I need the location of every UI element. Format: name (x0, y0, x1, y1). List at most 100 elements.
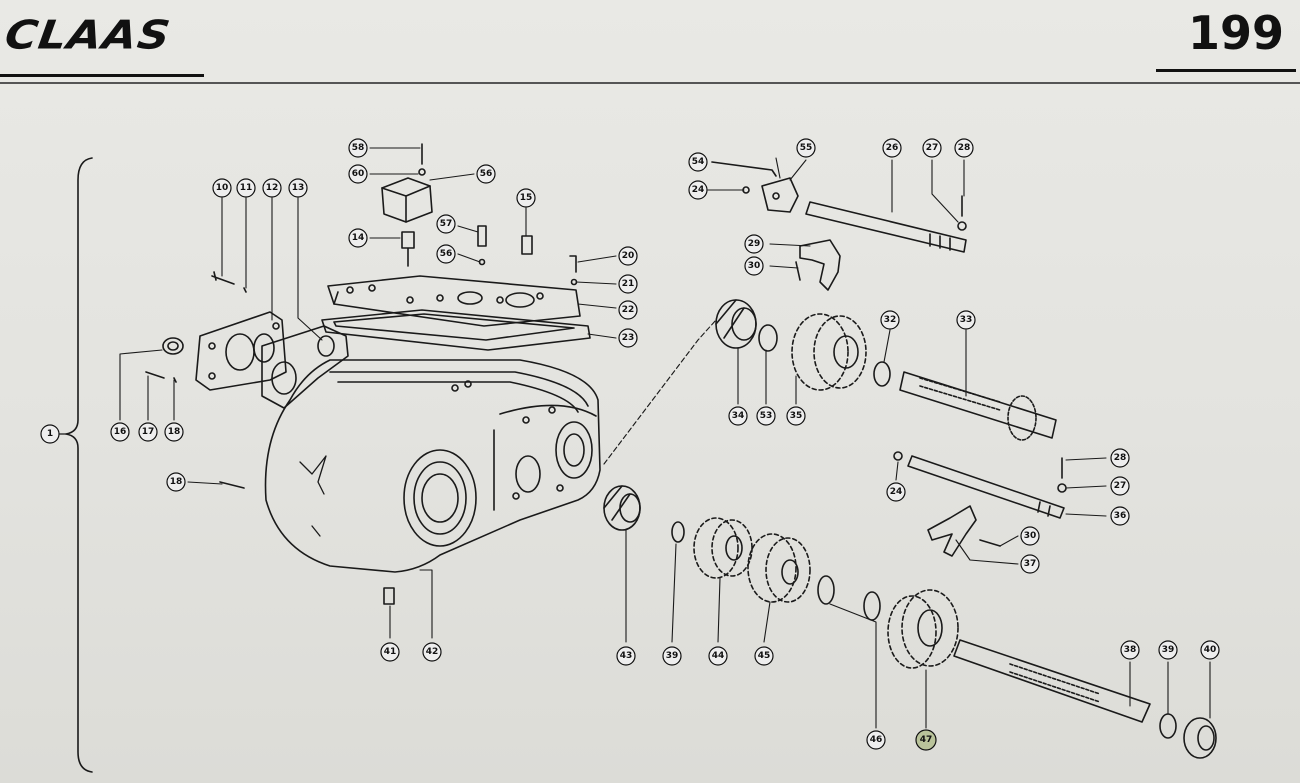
callout-39b: 39 (1158, 640, 1178, 660)
svg-text:30: 30 (748, 261, 761, 271)
callout-56b: 56 (436, 244, 456, 264)
ring-32 (873, 361, 891, 387)
svg-text:40: 40 (1204, 645, 1217, 655)
svg-text:32: 32 (884, 315, 897, 325)
svg-text:26: 26 (886, 143, 899, 153)
shift-fork-lower (927, 505, 1001, 557)
drain-plug-41 (383, 587, 395, 605)
callout-16: 16 (110, 422, 130, 442)
callout-43: 43 (616, 646, 636, 666)
svg-text:54: 54 (692, 157, 705, 167)
shift-rod-lower (907, 455, 1065, 519)
callout-18a: 18 (164, 422, 184, 442)
svg-text:22: 22 (622, 305, 635, 315)
svg-text:55: 55 (800, 143, 813, 153)
callout-37: 37 (1020, 554, 1040, 574)
svg-text:36: 36 (1114, 511, 1127, 521)
svg-text:37: 37 (1024, 559, 1037, 569)
svg-text:27: 27 (1114, 481, 1127, 491)
callout-28a: 28 (954, 138, 974, 158)
callout-27a: 27 (922, 138, 942, 158)
ring-39-right (1159, 713, 1177, 739)
gear-44 (693, 517, 753, 579)
callout-58: 58 (348, 138, 368, 158)
callout-20: 20 (618, 246, 638, 266)
callouts: 1 10 11 12 13 58 60 56 14 57 56 15 20 21… (40, 138, 1220, 751)
svg-text:42: 42 (426, 647, 439, 657)
screw-20 (569, 255, 577, 273)
svg-text:47: 47 (920, 735, 933, 745)
callout-32: 32 (880, 310, 900, 330)
svg-text:58: 58 (352, 143, 365, 153)
plug-15 (521, 235, 533, 255)
shaft-38 (953, 639, 1151, 723)
leader-lines (119, 147, 1211, 729)
svg-text:44: 44 (712, 651, 725, 661)
callout-28b: 28 (1110, 448, 1130, 468)
callout-40: 40 (1200, 640, 1220, 660)
page-number-underline (1156, 69, 1296, 72)
svg-text:28: 28 (1114, 453, 1127, 463)
svg-text:57: 57 (440, 219, 453, 229)
gearbox-housing (264, 359, 601, 573)
seal-ring-16 (162, 337, 184, 355)
assembly-brace (65, 157, 93, 773)
washer-60 (418, 168, 426, 176)
svg-text:56: 56 (480, 169, 493, 179)
callout-11: 11 (236, 178, 256, 198)
svg-text:20: 20 (622, 251, 635, 261)
callout-47: 47 (915, 729, 937, 751)
bolt-17 (145, 371, 165, 379)
callout-39a: 39 (662, 646, 682, 666)
callout-18b: 18 (166, 472, 186, 492)
side-gasket (261, 325, 349, 409)
svg-text:12: 12 (266, 183, 279, 193)
svg-text:38: 38 (1124, 645, 1137, 655)
callout-42: 42 (422, 642, 442, 662)
bearing-34 (715, 299, 757, 349)
header-divider (0, 82, 1300, 84)
callout-55: 55 (796, 138, 816, 158)
ball-24-lower (893, 451, 903, 461)
callout-29: 29 (744, 234, 764, 254)
callout-24a: 24 (688, 180, 708, 200)
svg-text:39: 39 (1162, 645, 1175, 655)
callout-34: 34 (728, 406, 748, 426)
svg-text:13: 13 (292, 183, 305, 193)
svg-text:34: 34 (732, 411, 745, 421)
page-number: 199 (1188, 6, 1285, 60)
callout-14: 14 (348, 228, 368, 248)
plug-57 (477, 225, 487, 247)
svg-text:46: 46 (870, 735, 883, 745)
callout-27b: 27 (1110, 476, 1130, 496)
ring-39-left (671, 521, 685, 543)
shift-block-55 (761, 177, 799, 213)
callout-45: 45 (754, 646, 774, 666)
cover-gasket (321, 309, 591, 351)
callout-44: 44 (708, 646, 728, 666)
logo-underline (0, 74, 204, 77)
svg-text:27: 27 (926, 143, 939, 153)
callout-30a: 30 (744, 256, 764, 276)
callout-33: 33 (956, 310, 976, 330)
callout-54: 54 (688, 152, 708, 172)
svg-text:1: 1 (47, 429, 53, 439)
svg-text:18: 18 (170, 477, 183, 487)
washer-11 (243, 287, 247, 293)
breather-19 (219, 481, 245, 489)
svg-text:30: 30 (1024, 531, 1037, 541)
svg-text:24: 24 (890, 487, 903, 497)
svg-text:21: 21 (622, 279, 635, 289)
svg-text:17: 17 (142, 427, 155, 437)
ball-27-upper (957, 221, 967, 231)
svg-text:45: 45 (758, 651, 771, 661)
callout-35: 35 (786, 406, 806, 426)
ball-27-lower (1057, 483, 1067, 493)
bolt-10 (211, 271, 235, 285)
svg-text:53: 53 (760, 411, 773, 421)
callout-21: 21 (618, 274, 638, 294)
washer-18 (173, 377, 177, 383)
svg-text:60: 60 (352, 169, 365, 179)
callout-46: 46 (866, 730, 886, 750)
